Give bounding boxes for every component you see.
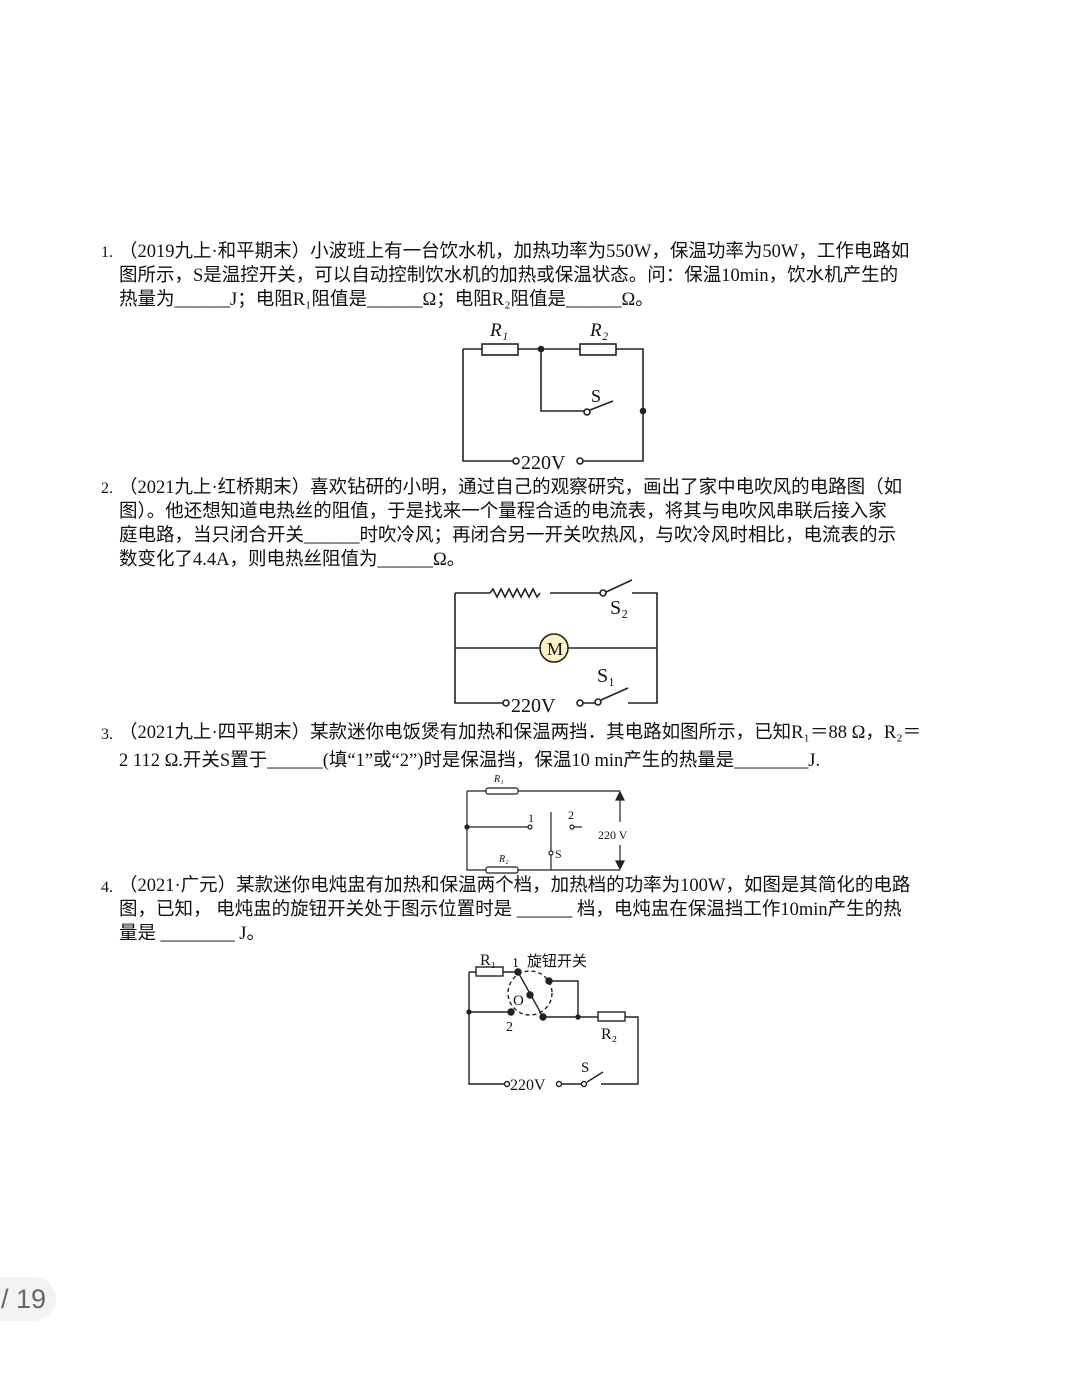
label-pos2: 2 [568, 808, 574, 822]
motor-icon [539, 633, 569, 663]
circuit-diagram-4 [466, 966, 639, 1088]
question-text-line: 2 112 Ω.开关S置于______(填“1”或“2”)时是保温挡，保温10 … [119, 751, 821, 771]
circuit-diagram-2 [454, 579, 658, 707]
question-number: 1. [101, 244, 113, 261]
label-voltage: 220V [521, 452, 566, 474]
question-number: 2. [101, 480, 113, 497]
question-text-line: （2021九上·四平期末）某款迷你电饭煲有加热和保温两挡．其电路如图所示，已知R… [119, 723, 922, 743]
label-motor: M [547, 639, 563, 659]
question-text-line: （2021·广元）某款迷你电炖盅有加热和保温两个档，加热档的功率为100W，如图… [119, 876, 911, 896]
label-r1: R₁ [480, 952, 496, 969]
question-number: 3. [101, 726, 113, 743]
question-text-line: 图）。他还想知道电热丝的阻值，于是找来一个量程合适的电流表，将其与电吹风串联后接… [119, 502, 887, 522]
question-text-line: 数变化了4.4A，则电热丝阻值为______Ω。 [119, 550, 466, 570]
label-pos1: 1 [512, 956, 519, 971]
label-pos2: 2 [506, 1020, 513, 1035]
question-text-line: 图所示，S是温控开关，可以自动控制饮水机的加热或保温状态。问：保温10min，饮… [119, 266, 899, 286]
label-voltage: 220 V [598, 828, 628, 842]
label-knob: 旋钮开关 [527, 953, 587, 970]
label-s1: S₁ [597, 665, 615, 687]
label-s2: S₂ [610, 597, 628, 619]
label-r2: R₂ [498, 854, 509, 865]
label-switch: S [591, 386, 601, 406]
label-voltage: 220V [510, 1077, 546, 1094]
resistor-r2-icon [579, 343, 617, 356]
page-indicator[interactable]: / 19 [0, 1277, 56, 1321]
circuit-diagram-1 [462, 343, 647, 465]
heating-wire-icon [489, 587, 541, 599]
switch-s-icon [583, 408, 591, 416]
question-text-line: 图，已知， 电炖盅的旋钮开关处于图示位置时是 ______ 档，电炖盅在保温挡工… [119, 900, 902, 920]
question-number: 4. [101, 879, 113, 896]
label-center: O [513, 993, 524, 1009]
label-r2: R₂ [589, 320, 609, 341]
label-switch: S [581, 1060, 589, 1076]
question-text-line: （2021九上·红桥期末）喜欢钻研的小明，通过自己的观察研究，画出了家中电吹风的… [119, 478, 903, 498]
question-text-line: 热量为______J；电阻R₁阻值是______Ω；电阻R₂阻值是______Ω… [119, 290, 654, 310]
resistor-r1-icon [481, 343, 519, 356]
label-pos1: 1 [528, 811, 534, 825]
label-voltage: 220V [511, 695, 556, 717]
question-text-line: 庭电路，当只闭合开关______时吹冷风；再闭合另一开关吹热风，与吹冷风时相比，… [119, 526, 897, 546]
label-r1: R₁ [493, 774, 504, 785]
label-switch: S [555, 847, 562, 861]
question-text-line: （2019九上·和平期末）小波班上有一台饮水机，加热功率为550W，保温功率为5… [119, 242, 910, 262]
label-r1: R₁ [489, 320, 508, 341]
circuit-diagram-3 [464, 787, 625, 874]
label-r2: R₂ [601, 1026, 617, 1043]
question-text-line: 量是 ________ J。 [119, 924, 265, 944]
